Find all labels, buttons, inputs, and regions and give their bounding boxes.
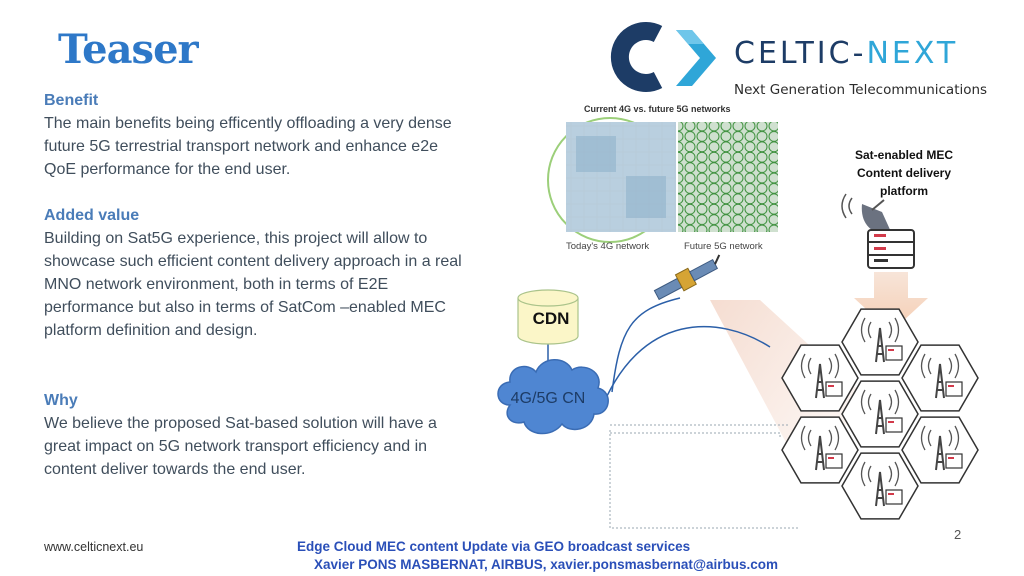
footer-title: Edge Cloud MEC content Update via GEO br… <box>297 539 691 554</box>
edge-server-icon <box>885 345 903 361</box>
cdn-label: CDN <box>532 309 570 328</box>
section-heading: Why <box>44 392 78 409</box>
cell-site <box>841 308 919 376</box>
cell-tower-icon <box>815 435 825 471</box>
4g-vs-5g-figure <box>547 117 778 243</box>
cell-site <box>841 380 919 448</box>
section-heading: Benefit <box>44 92 99 109</box>
server-led-icon <box>948 457 954 459</box>
logo-wordmark: CELTIC-NEXT <box>734 36 958 71</box>
dotted-link <box>610 424 790 438</box>
logo-name-part1: CELTIC- <box>734 36 867 71</box>
down-arrow <box>854 272 928 332</box>
page-number: 2 <box>954 527 962 542</box>
network-diagram <box>497 117 979 529</box>
core-network-label: 4G/5G CN <box>510 390 586 407</box>
server-led-icon <box>828 457 834 459</box>
cell-tower-icon <box>875 471 885 507</box>
figure-caption-5g: Future 5G network <box>684 241 763 252</box>
footer-url: www.celticnext.eu <box>44 540 144 554</box>
figure-caption-4g: Today's 4G network <box>566 241 650 252</box>
core-network-cloud <box>497 359 609 435</box>
server-led-icon <box>888 349 894 351</box>
signal-waves-icon <box>860 317 900 343</box>
footer-author: Xavier PONS MASBERNAT, AIRBUS, xavier.po… <box>314 557 779 572</box>
dotted-link-2 <box>609 430 800 529</box>
page-title: Teaser <box>58 26 199 73</box>
cell-site <box>781 416 859 484</box>
mec-server-icon <box>867 229 915 269</box>
cell-tower-icon <box>875 399 885 435</box>
server-led-icon <box>828 385 834 387</box>
cell-site <box>781 344 859 412</box>
logo-tagline: Next Generation Telecommunications <box>734 82 988 98</box>
server-led-icon <box>948 385 954 387</box>
signal-waves-icon <box>920 425 960 451</box>
edge-server-icon <box>885 417 903 433</box>
cell-tower-icon <box>875 327 885 363</box>
server-led-icon <box>888 421 894 423</box>
signal-waves-icon <box>800 353 840 379</box>
signal-waves-icon <box>920 353 960 379</box>
cell-tower-icon <box>935 363 945 399</box>
edge-server-icon <box>945 381 963 397</box>
cell-cluster <box>781 308 979 520</box>
satellite-icon <box>653 254 721 301</box>
cell-site <box>841 452 919 520</box>
cn-to-satellite-link <box>611 297 681 393</box>
section-text: We believe the proposed Sat-based soluti… <box>44 415 437 478</box>
signal-waves-icon <box>860 461 900 487</box>
edge-server-icon <box>885 489 903 505</box>
cell-tower-icon <box>935 435 945 471</box>
cdn-database-icon <box>517 289 579 345</box>
mec-platform-label: Sat-enabled MEC Content delivery platfor… <box>854 148 953 198</box>
section-why: Why We believe the proposed Sat-based so… <box>44 389 464 481</box>
celtic-next-logo-mark <box>610 22 716 92</box>
server-led-icon <box>888 493 894 495</box>
section-heading: Added value <box>44 207 140 224</box>
logo-name-part2: NEXT <box>866 36 959 71</box>
edge-server-icon <box>825 453 843 469</box>
cell-site <box>901 344 979 412</box>
signal-waves-icon <box>800 425 840 451</box>
section-text: The main benefits being efficently offlo… <box>44 115 452 178</box>
cell-site <box>901 416 979 484</box>
cell-tower-icon <box>815 363 825 399</box>
figure-title: Current 4G vs. future 5G networks <box>584 104 731 114</box>
section-benefit: Benefit The main benefits being efficent… <box>44 89 464 181</box>
edge-server-icon <box>945 453 963 469</box>
cn-to-cells-link <box>599 325 771 413</box>
signal-waves-icon <box>860 389 900 415</box>
edge-server-icon <box>825 381 843 397</box>
satellite-dish-icon <box>841 193 892 235</box>
section-added-value: Added value Building on Sat5G experience… <box>44 204 464 342</box>
section-text: Building on Sat5G experience, this proje… <box>44 230 462 339</box>
